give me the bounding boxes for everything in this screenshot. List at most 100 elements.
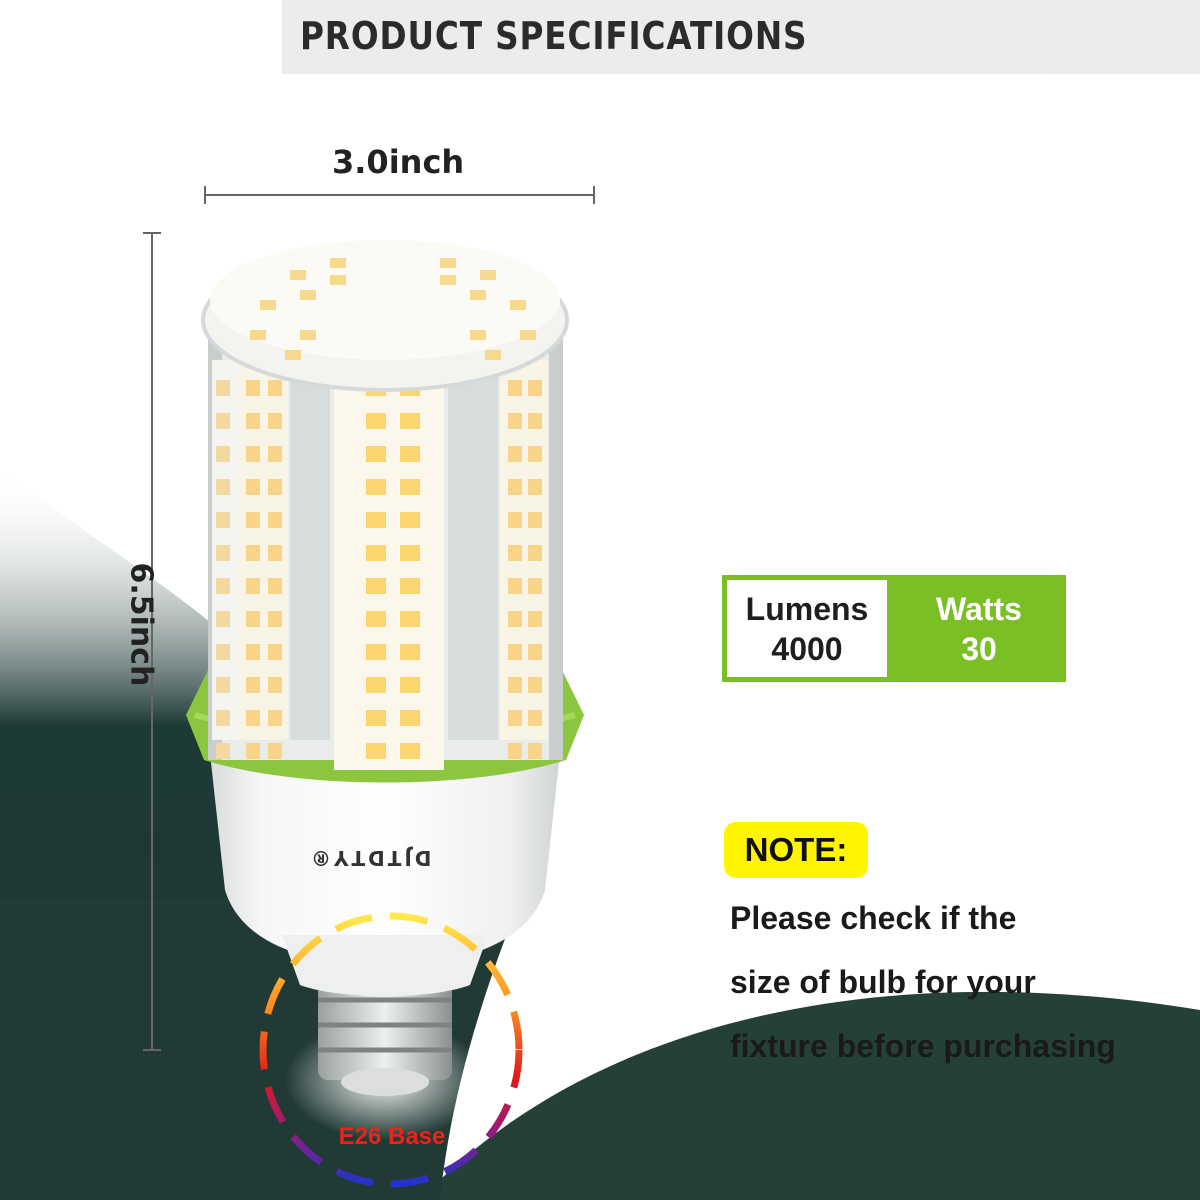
led-chip — [268, 611, 282, 627]
led-chip — [528, 479, 542, 495]
led-chip — [528, 512, 542, 528]
led-chip — [470, 290, 486, 300]
led-chip — [246, 413, 260, 429]
watts-value: 30 — [961, 630, 997, 667]
led-chip — [268, 545, 282, 561]
led-chip — [508, 545, 522, 561]
led-chip — [216, 479, 230, 495]
led-chip — [508, 479, 522, 495]
led-chip — [508, 413, 522, 429]
spec-table: Lumens 4000 Watts 30 — [722, 575, 1066, 682]
led-chip — [508, 644, 522, 660]
led-chip — [400, 479, 420, 495]
led-chip — [366, 578, 386, 594]
led-chip — [268, 446, 282, 462]
led-chip — [508, 677, 522, 693]
led-chip — [485, 350, 501, 360]
lumens-label: Lumens — [745, 590, 869, 627]
led-chip — [366, 677, 386, 693]
led-chip — [216, 743, 230, 759]
led-chip — [508, 611, 522, 627]
led-chip — [528, 413, 542, 429]
led-chip — [400, 743, 420, 759]
led-chip — [508, 578, 522, 594]
led-chip — [480, 270, 496, 280]
led-chip — [216, 446, 230, 462]
led-chip — [366, 545, 386, 561]
led-chip — [246, 380, 260, 396]
led-chip — [366, 611, 386, 627]
led-chip — [216, 578, 230, 594]
base-type-label: E26 Base — [338, 1123, 446, 1150]
led-chip — [268, 743, 282, 759]
led-chip — [246, 644, 260, 660]
led-chip — [366, 743, 386, 759]
dark-floor-sweep — [420, 991, 1200, 1200]
led-chip — [216, 380, 230, 396]
height-dimension-label: 6.5inch — [123, 562, 159, 687]
width-dimension-label: 3.0inch — [332, 143, 465, 181]
led-chip — [470, 330, 486, 340]
top-cap-leds — [250, 258, 536, 360]
led-chip — [528, 710, 542, 726]
led-chip — [216, 611, 230, 627]
header-band — [282, 0, 1200, 74]
led-chip — [216, 644, 230, 660]
led-chip — [300, 330, 316, 340]
bulb-housing-neck — [282, 935, 488, 997]
led-chip — [400, 545, 420, 561]
led-chip — [528, 446, 542, 462]
led-chip — [290, 270, 306, 280]
led-chip — [246, 446, 260, 462]
led-chip — [508, 710, 522, 726]
lumens-cell: Lumens 4000 — [722, 575, 892, 682]
lumens-value: 4000 — [771, 630, 843, 667]
led-chip — [400, 611, 420, 627]
led-chip — [246, 710, 260, 726]
led-chip — [366, 446, 386, 462]
led-chip — [508, 446, 522, 462]
led-chip — [246, 545, 260, 561]
e26-highlight-ring — [259, 912, 523, 1188]
led-strip-center — [334, 360, 444, 770]
led-chip — [400, 446, 420, 462]
led-chip — [246, 743, 260, 759]
bulb-housing — [208, 735, 562, 965]
note-line: size of bulb for your — [730, 964, 1036, 1000]
led-chip — [268, 479, 282, 495]
led-chip — [366, 479, 386, 495]
led-chip — [400, 413, 420, 429]
led-chip — [268, 413, 282, 429]
led-chip — [528, 743, 542, 759]
led-chip — [260, 300, 276, 310]
led-chip — [528, 545, 542, 561]
led-chip — [508, 512, 522, 528]
led-chip — [528, 380, 542, 396]
note-line: fixture before purchasing — [730, 1028, 1116, 1064]
led-chip — [330, 275, 346, 285]
led-chip — [268, 677, 282, 693]
led-chip — [246, 479, 260, 495]
led-chip — [528, 578, 542, 594]
led-chip — [268, 710, 282, 726]
led-chip — [510, 300, 526, 310]
led-chip — [528, 644, 542, 660]
led-chip — [400, 677, 420, 693]
led-chip — [216, 512, 230, 528]
led-chip — [246, 677, 260, 693]
led-chip — [216, 677, 230, 693]
led-chip — [528, 611, 542, 627]
watts-label: Watts — [936, 590, 1022, 627]
brand-logo: DJTDTY® — [308, 846, 432, 870]
led-chip — [246, 611, 260, 627]
led-chip — [440, 275, 456, 285]
led-chip — [508, 380, 522, 396]
led-chip — [300, 290, 316, 300]
led-chip — [285, 350, 301, 360]
led-chip — [400, 710, 420, 726]
led-chip — [520, 330, 536, 340]
led-chip — [366, 710, 386, 726]
led-chip — [330, 258, 346, 268]
